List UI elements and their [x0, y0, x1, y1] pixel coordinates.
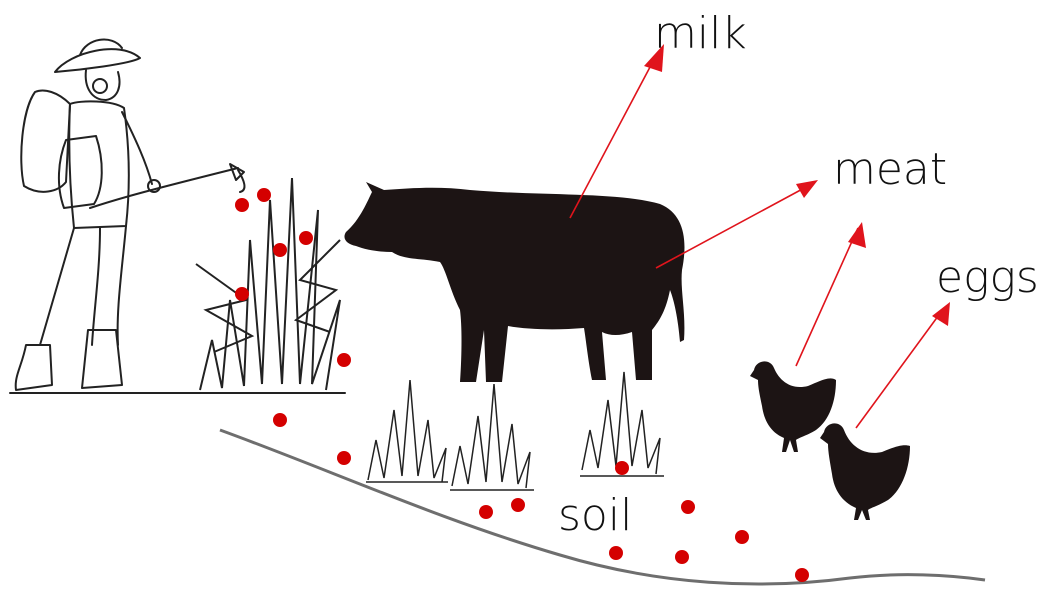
label-soil: soil	[558, 494, 632, 538]
label-milk: milk	[654, 12, 747, 56]
chicken-icon	[820, 423, 910, 520]
label-eggs: eggs	[936, 256, 1039, 300]
label-meat: meat	[833, 148, 947, 192]
farmer-sprayer-icon	[10, 40, 345, 393]
arrow-to-meat-chicken	[796, 228, 858, 366]
grass-icon	[196, 178, 340, 390]
grass-icon	[450, 384, 534, 490]
arrow-to-eggs	[856, 308, 944, 428]
arrow-icon	[796, 180, 818, 198]
cow-icon	[344, 182, 684, 382]
arrow-to-milk	[570, 52, 658, 218]
grass-icon	[580, 372, 664, 476]
grass-icon	[366, 380, 448, 482]
arrow-icon	[932, 302, 950, 326]
